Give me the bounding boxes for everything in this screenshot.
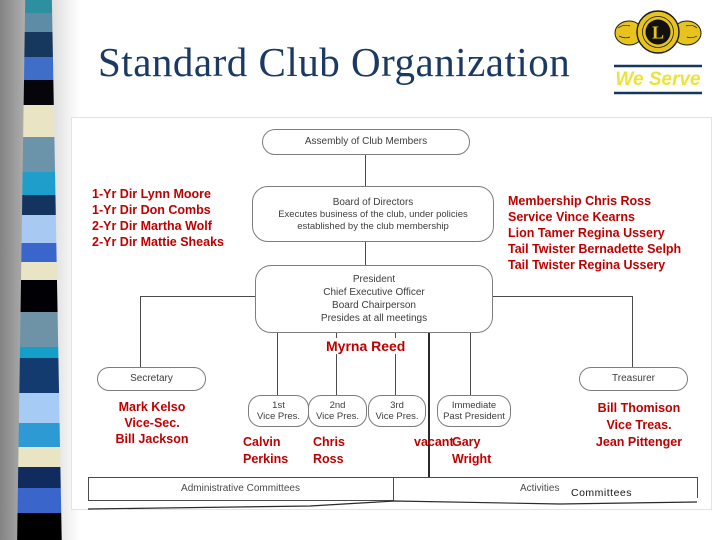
president-line: Chief Executive Officer	[323, 286, 425, 298]
board-of-directors-box: Board of Directors Executes business of …	[252, 186, 494, 242]
vp2-name: Chris Ross	[313, 435, 345, 466]
admin-committees-label: Administrative Committees	[181, 483, 300, 494]
appointee-name: Tail Twister Regina Ussery	[508, 258, 666, 272]
connector	[395, 330, 396, 395]
committee-box-right	[697, 477, 698, 498]
connector	[277, 330, 278, 395]
treasurer-label: Treasurer	[612, 373, 655, 385]
vp1-oval: 1st Vice Pres.	[248, 395, 309, 427]
vp1-name: Calvin Perkins	[243, 435, 289, 466]
lions-club-logo: L We Serve	[614, 10, 702, 95]
assembly-box: Assembly of Club Members	[262, 129, 470, 155]
vp3-oval: 3rd Vice Pres.	[368, 395, 426, 427]
director-name: 1-Yr Dir Don Combs	[92, 203, 211, 217]
secretary-label: Secretary	[130, 373, 173, 385]
president-box: President Chief Executive Officer Board …	[255, 265, 493, 333]
board-line: Board of Directors	[332, 197, 414, 209]
president-line: Board Chairperson	[332, 300, 416, 311]
vp2-oval: 2nd Vice Pres.	[308, 395, 367, 427]
committee-box-bottom-left	[88, 500, 393, 501]
secretary-team-annotation: Mark Kelso Vice-Sec. Bill Jackson	[115, 400, 189, 446]
secretary-oval: Secretary	[97, 367, 206, 391]
assembly-label: Assembly of Club Members	[304, 136, 428, 148]
connector	[470, 330, 471, 395]
director-name: 2-Yr Dir Martha Wolf	[92, 219, 212, 233]
appointee-name: Lion Tamer Regina Ussery	[508, 226, 665, 240]
director-name: 2-Yr Dir Mattie Sheaks	[92, 235, 224, 249]
board-line: Executes business of the club, under pol…	[278, 209, 468, 221]
activities-committees-suffix: Committees	[571, 487, 633, 499]
president-line: Presides at all meetings	[320, 313, 428, 325]
connector	[365, 240, 366, 266]
appointees-annotation: Membership Chris Ross Service Vince Kear…	[508, 193, 681, 273]
connector	[336, 330, 337, 395]
connector	[490, 296, 632, 297]
committee-box-split	[393, 477, 394, 501]
connector	[140, 296, 256, 297]
connector	[632, 296, 633, 367]
appointee-name: Membership Chris Ross	[508, 194, 652, 208]
president-line: President	[352, 273, 396, 285]
treasurer-team-annotation: Bill Thomison Vice Treas. Jean Pittenger	[595, 401, 683, 449]
appointee-name: Service Vince Kearns	[508, 210, 635, 224]
committee-box-left	[88, 477, 89, 501]
logo-motto: We Serve	[615, 69, 701, 90]
past-president-oval: Immediate Past President	[437, 395, 511, 427]
treasurer-oval: Treasurer	[579, 367, 688, 391]
slide-title: Standard Club Organization	[98, 39, 571, 85]
president-name: Myrna Reed	[318, 338, 414, 354]
connector	[140, 296, 141, 367]
connector	[365, 152, 366, 186]
logo-letter: L	[652, 23, 664, 43]
past-president-name: Gary Wright	[452, 435, 492, 466]
board-line: established by the club membership	[297, 220, 449, 232]
vp3-name: vacant	[414, 435, 454, 449]
activities-label: Activities	[520, 483, 560, 494]
director-name: 1-Yr Dir Lynn Moore	[92, 187, 211, 201]
appointee-name: Tail Twister Bernadette Selph	[508, 242, 682, 256]
connector-divider	[428, 330, 430, 477]
directors-annotation: 1-Yr Dir Lynn Moore 1-Yr Dir Don Combs 2…	[92, 186, 224, 250]
